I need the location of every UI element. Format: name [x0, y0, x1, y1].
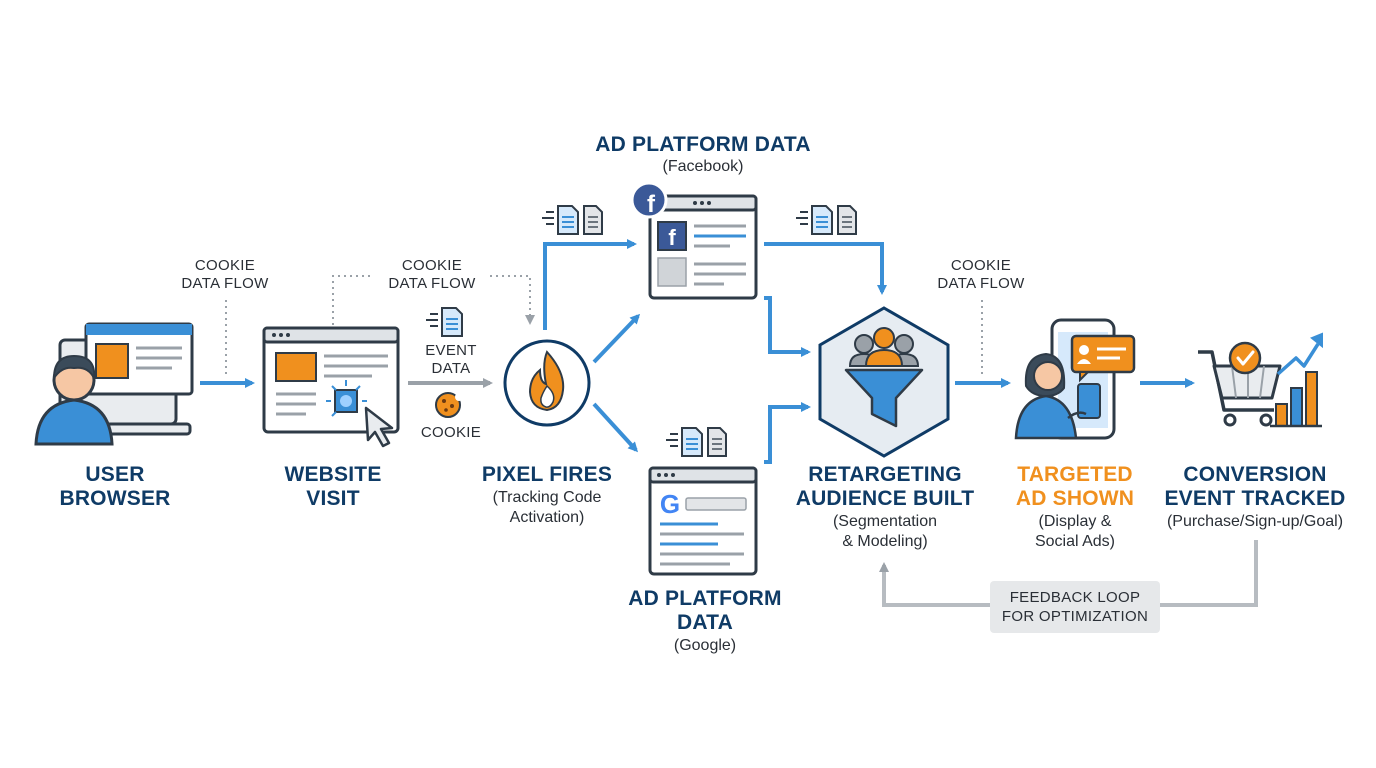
step-title-line: EVENT TRACKED — [1164, 487, 1346, 510]
step-title-user-browser: USER BROWSER — [40, 463, 190, 511]
flow-label-line: EVENT — [425, 342, 477, 359]
feedback-loop-line: FOR OPTIMIZATION — [1001, 608, 1149, 625]
cookie-connector-2b — [490, 275, 535, 325]
flow-label-line: COOKIE — [401, 257, 463, 274]
step-subtitle-line: (Segmentation — [832, 513, 938, 530]
step-subtitle-line: Activation) — [509, 509, 585, 526]
cart-chart-icon — [1198, 332, 1323, 428]
phone-ad-icon — [1014, 318, 1136, 440]
flow-label-line: COOKIE — [194, 257, 256, 274]
arrow-google-to-retargeting — [764, 402, 811, 464]
svg-text:G: G — [660, 489, 680, 519]
arrow-pixel-to-facebook — [543, 239, 637, 330]
step-title-ad-platform-facebook: AD PLATFORM DATA — [595, 133, 811, 156]
data-documents-icon — [796, 205, 857, 235]
cookie-label: COOKIE — [420, 424, 482, 441]
step-title-line: DATA — [676, 611, 733, 634]
cookie-data-flow-label: COOKIE DATA FLOW — [921, 257, 1041, 293]
flow-label-line: DATA FLOW — [937, 275, 1025, 292]
step-title-line: AD PLATFORM — [628, 587, 782, 610]
step-title-line: WEBSITE — [284, 463, 382, 486]
flame-icon — [503, 339, 591, 427]
facebook-page-icon: f f — [630, 181, 758, 300]
step-title-website-visit: WEBSITE VISIT — [258, 463, 408, 511]
step-pixel-fires: PIXEL FIRES (Tracking Code Activation) — [467, 463, 627, 528]
step-subtitle-line: (Tracking Code — [492, 489, 602, 506]
arrow-pixel-to-facebook-diagonal — [592, 313, 641, 364]
step-title-line: AD SHOWN — [1015, 487, 1135, 510]
step-ad-platform-google: AD PLATFORM DATA (Google) — [613, 587, 797, 656]
cookie-dotted-connectors — [225, 275, 983, 376]
cookie-connector-2a — [332, 275, 370, 325]
flow-label-line: DATA FLOW — [388, 275, 476, 292]
step-subtitle-line: (Google) — [673, 637, 737, 654]
step-title-line: CONVERSION — [1183, 463, 1327, 486]
flow-label-line: DATA FLOW — [181, 275, 269, 292]
event-data-label: EVENT DATA — [411, 342, 491, 378]
step-subtitle-line: Social Ads) — [1034, 533, 1116, 550]
step-subtitle-line: (Purchase/Sign-up/Goal) — [1166, 513, 1344, 530]
webpage-click-icon — [262, 326, 400, 448]
google-search-page-icon: G — [648, 466, 758, 576]
arrow-facebook-to-retargeting — [764, 242, 887, 295]
step-subtitle-line: (Display & — [1038, 513, 1112, 530]
step-subtitle-line: & Modeling) — [842, 533, 928, 550]
step-subtitle-line: (Facebook) — [662, 158, 744, 175]
cookie-data-flow-label: COOKIE DATA FLOW — [372, 257, 492, 293]
data-documents-icon — [426, 307, 463, 337]
step-title-pixel-fires: PIXEL FIRES — [481, 463, 613, 486]
svg-text:f: f — [668, 225, 676, 250]
step-ad-platform-facebook: AD PLATFORM DATA (Facebook) — [583, 133, 823, 177]
data-documents-icon — [666, 427, 727, 457]
flow-label-line: COOKIE — [950, 257, 1012, 274]
step-retargeting: RETARGETING AUDIENCE BUILT (Segmentation… — [790, 463, 980, 552]
step-title-line: VISIT — [306, 487, 360, 510]
arrow-facebook-to-retargeting-2 — [764, 296, 811, 357]
step-title-line: TARGETED — [1017, 463, 1133, 486]
step-title-line: BROWSER — [59, 487, 171, 510]
step-conversion: CONVERSION EVENT TRACKED (Purchase/Sign-… — [1150, 463, 1360, 532]
feedback-loop-label: FEEDBACK LOOP FOR OPTIMIZATION — [990, 581, 1160, 633]
cookie-data-flow-label: COOKIE DATA FLOW — [165, 257, 285, 293]
step-title-line: AUDIENCE BUILT — [795, 487, 975, 510]
cookie-icon — [435, 392, 463, 418]
step-title-line: USER — [85, 463, 145, 486]
feedback-loop-line: FEEDBACK LOOP — [1009, 589, 1141, 606]
audience-funnel-icon — [818, 306, 950, 458]
step-targeted-ad: TARGETED AD SHOWN (Display & Social Ads) — [1000, 463, 1150, 552]
data-documents-icon — [542, 205, 603, 235]
arrow-pixel-to-google — [592, 402, 639, 453]
step-title-line: RETARGETING — [808, 463, 962, 486]
user-at-computer-icon — [34, 322, 194, 446]
svg-text:f: f — [647, 191, 656, 218]
flow-label-line: DATA — [431, 360, 471, 377]
